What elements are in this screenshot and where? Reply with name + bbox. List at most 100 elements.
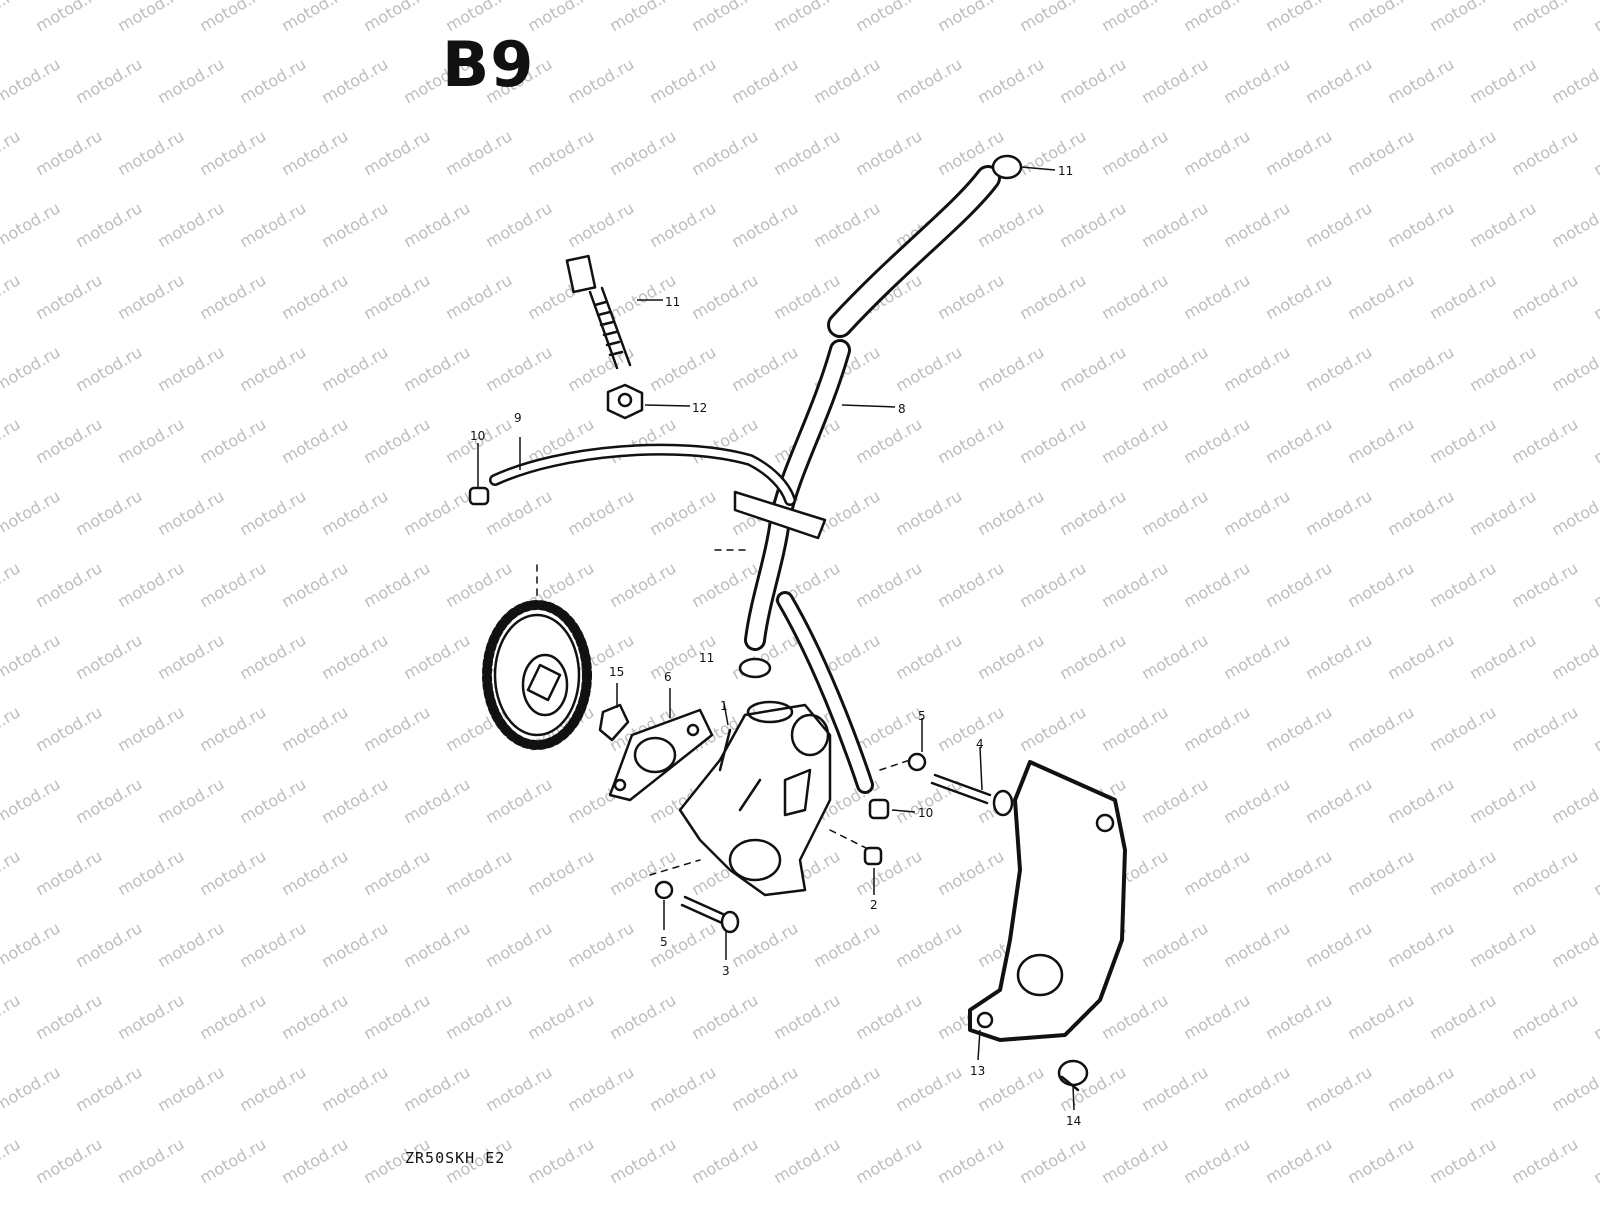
watermark-text: motod.ru	[482, 918, 555, 971]
watermark-text: motod.ru	[728, 198, 801, 251]
watermark-text: motod.ru	[0, 54, 63, 107]
callout-11-lower: 11	[699, 651, 714, 665]
watermark-text: motod.ru	[360, 846, 433, 899]
watermark-text: motod.ru	[72, 54, 145, 107]
watermark-text: motod.ru	[646, 198, 719, 251]
watermark-text: motod.ru	[1548, 486, 1600, 539]
watermark-text: motod.ru	[1508, 1134, 1581, 1187]
watermark-text: motod.ru	[196, 990, 269, 1043]
watermark-text: motod.ru	[1056, 486, 1129, 539]
watermark-text: motod.ru	[810, 198, 883, 251]
watermark-text: motod.ru	[442, 270, 515, 323]
watermark-text: motod.ru	[1384, 1062, 1457, 1115]
watermark-text: motod.ru	[688, 558, 761, 611]
watermark-text: motod.ru	[196, 0, 269, 35]
watermark-text: motod.ru	[72, 342, 145, 395]
watermark-text: motod.ru	[400, 918, 473, 971]
hose-clip-part-11	[991, 154, 1023, 180]
watermark-text: motod.ru	[1098, 990, 1171, 1043]
watermark-text: motod.ru	[1056, 54, 1129, 107]
watermark-text: motod.ru	[1508, 126, 1581, 179]
watermark-text: motod.ru	[974, 630, 1047, 683]
callout-10: 10	[470, 429, 485, 443]
watermark-text: motod.ru	[318, 918, 391, 971]
watermark-text: motod.ru	[318, 1062, 391, 1115]
watermark-text: motod.ru	[728, 54, 801, 107]
watermark-text: motod.ru	[1344, 702, 1417, 755]
watermark-text: motod.ru	[1262, 846, 1335, 899]
watermark-text: motod.ru	[236, 1062, 309, 1115]
watermark-text: motod.ru	[1180, 0, 1253, 35]
watermark-text: motod.ru	[114, 990, 187, 1043]
watermark-text: motod.ru	[32, 414, 105, 467]
callout-leader-lines	[477, 166, 1075, 1111]
watermark-text: motod.ru	[1508, 702, 1581, 755]
watermark-text: motod.ru	[1262, 1134, 1335, 1187]
watermark-text: motod.ru	[318, 54, 391, 107]
watermark-text: motod.ru	[318, 630, 391, 683]
watermark-text: motod.ru	[1262, 702, 1335, 755]
watermark-text: motod.ru	[32, 702, 105, 755]
callout-2: 2	[870, 898, 878, 912]
watermark-text: motod.ru	[1220, 918, 1293, 971]
watermark-text: motod.ru	[646, 54, 719, 107]
watermark-text: motod.ru	[852, 990, 925, 1043]
watermark-text: motod.ru	[1180, 702, 1253, 755]
watermark-text: motod.ru	[32, 990, 105, 1043]
watermark-text: motod.ru	[728, 1062, 801, 1115]
watermark-text: motod.ru	[1220, 630, 1293, 683]
watermark-text: motod.ru	[688, 126, 761, 179]
watermark-text: motod.ru	[1426, 270, 1499, 323]
cap-part-10	[468, 486, 490, 506]
watermark-text: motod.ru	[1466, 198, 1539, 251]
watermark-text: motod.ru	[1098, 270, 1171, 323]
watermark-text: motod.ru	[1426, 702, 1499, 755]
watermark-text: motod.ru	[1016, 126, 1089, 179]
watermark-text: motod.ru	[524, 1134, 597, 1187]
watermark-text: motod.ru	[1180, 414, 1253, 467]
watermark-text: motod.ru	[728, 918, 801, 971]
watermark-text: motod.ru	[770, 990, 843, 1043]
callout-13: 12	[692, 401, 707, 415]
watermark-text: motod.ru	[1098, 126, 1171, 179]
watermark-text: motod.ru	[892, 342, 965, 395]
watermark-text: motod.ru	[32, 126, 105, 179]
adjust-bolt-part-12	[565, 254, 632, 370]
watermark-text: motod.ru	[0, 270, 23, 323]
watermark-text: motod.ru	[1590, 846, 1600, 899]
watermark-text: motod.ru	[154, 1062, 227, 1115]
watermark-text: motod.ru	[934, 558, 1007, 611]
callout-5-lower: 5	[660, 935, 668, 949]
watermark-text: motod.ru	[1016, 558, 1089, 611]
watermark-text: motod.ru	[1548, 342, 1600, 395]
watermark-text: motod.ru	[318, 342, 391, 395]
watermark-text: motod.ru	[154, 630, 227, 683]
washer-part-5	[907, 752, 927, 772]
watermark-text: motod.ru	[318, 774, 391, 827]
watermark-text: motod.ru	[442, 846, 515, 899]
watermark-text: motod.ru	[564, 198, 637, 251]
watermark-text: motod.ru	[72, 486, 145, 539]
watermark-text: motod.ru	[72, 1062, 145, 1115]
parts-linework	[468, 154, 1127, 1092]
watermark-text: motod.ru	[728, 342, 801, 395]
watermark-text: motod.ru	[1180, 270, 1253, 323]
watermark-text: motod.ru	[278, 270, 351, 323]
washer-part-5-left	[654, 880, 674, 900]
watermark-text: motod.ru	[0, 558, 23, 611]
watermark-text: motod.ru	[1138, 1062, 1211, 1115]
watermark-text: motod.ru	[1548, 1062, 1600, 1115]
watermark-text: motod.ru	[1466, 918, 1539, 971]
watermark-text: motod.ru	[1426, 558, 1499, 611]
callout-6: 6	[664, 670, 672, 684]
watermark-text: motod.ru	[1548, 198, 1600, 251]
watermark-text: motod.ru	[1262, 270, 1335, 323]
watermark-text: motod.ru	[196, 1134, 269, 1187]
watermark-text: motod.ru	[1344, 1134, 1417, 1187]
callout-12: 11	[665, 295, 680, 309]
watermark-text: motod.ru	[1384, 630, 1457, 683]
watermark-text: motod.ru	[770, 126, 843, 179]
watermark-text: motod.ru	[1344, 0, 1417, 35]
watermark-text: motod.ru	[1384, 918, 1457, 971]
watermark-text: motod.ru	[606, 1134, 679, 1187]
